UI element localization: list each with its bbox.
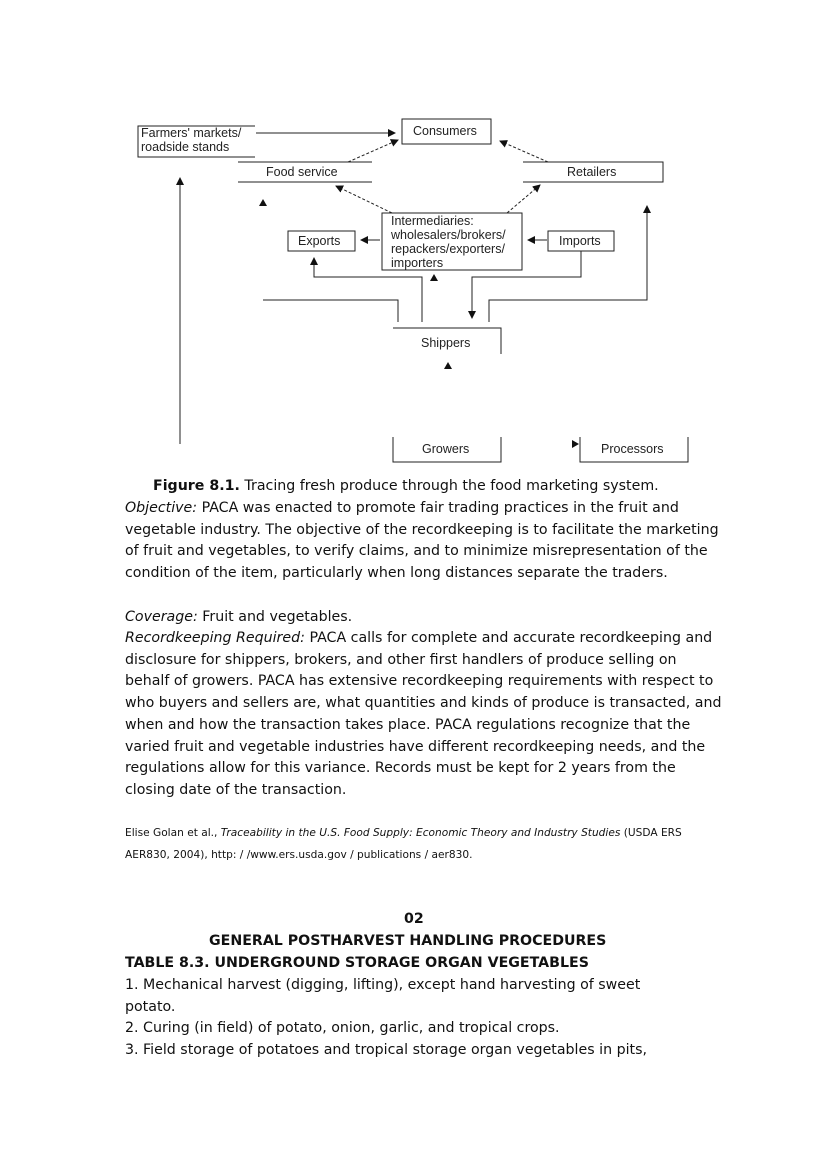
farmers-markets-label: Farmers' markets/ roadside stands [141, 126, 241, 154]
imports-label: Imports [559, 234, 601, 248]
objective-text: PACA was enacted to promote fair trading… [125, 500, 719, 582]
coverage-label: Coverage: [125, 609, 198, 625]
intermediaries-line-3: importers [391, 256, 444, 270]
intermediaries-box [381, 212, 523, 271]
figure-caption: Figure 8.1. Tracing fresh produce throug… [153, 478, 659, 494]
retailers-label: Retailers [567, 165, 617, 179]
shippers-to-retailers-arrow [488, 205, 651, 322]
figure-caption-text: Tracing fresh produce through the food m… [244, 478, 659, 494]
produce-flow-diagram: Farmers' markets/ roadside stands Consum… [0, 0, 827, 470]
reference-title: Traceability in the U.S. Food Supply: Ec… [220, 827, 621, 839]
objective-label: Objective: [125, 500, 198, 516]
processors-input-marker [572, 440, 579, 448]
figure-label: Figure 8.1. [153, 478, 240, 494]
intermediaries-title: Intermediaries: [391, 214, 474, 228]
retailers-box [523, 161, 664, 183]
shippers-box [393, 327, 502, 354]
objective-paragraph: Objective: PACA was enacted to promote f… [125, 498, 725, 585]
reference-rest: (USDA ERS AER830, 2004), http: / /www.er… [125, 827, 682, 861]
exports-box [287, 230, 356, 252]
consumers-box [401, 118, 492, 145]
recordkeeping-paragraph: Recordkeeping Required: PACA calls for c… [125, 628, 725, 802]
imports-to-shippers-arrow [468, 251, 582, 319]
exports-label: Exports [298, 234, 341, 248]
procedure-list: 1. Mechanical harvest (digging, lifting)… [125, 975, 685, 1062]
shippers-to-exports-arrow [310, 257, 423, 322]
intermediaries-line-1: wholesalers/brokers/ [391, 228, 506, 242]
shippers-input-marker [444, 362, 452, 369]
intermediaries-line-2: repackers/exporters/ [391, 242, 505, 256]
consumers-label: Consumers [413, 124, 477, 138]
farmers-markets-line-2: roadside stands [141, 140, 230, 154]
farmers-markets-line-1: Farmers' markets/ [141, 126, 242, 140]
list-item: 2. Curing (in field) of potato, onion, g… [125, 1020, 560, 1037]
processors-box [579, 437, 689, 463]
coverage-text: Fruit and vegetables. [202, 609, 353, 625]
coverage-paragraph: Coverage: Fruit and vegetables. [125, 607, 725, 629]
recordkeeping-text: PACA calls for complete and accurate rec… [125, 630, 722, 798]
list-item: 3. Field storage of potatoes and tropica… [125, 1042, 647, 1059]
growers-label: Growers [422, 442, 470, 456]
foodservice-input-marker [259, 199, 267, 206]
reference-citation: Elise Golan et al., Traceability in the … [125, 822, 725, 866]
list-item: 1. Mechanical harvest (digging, lifting)… [125, 977, 641, 1015]
intermediaries-input-marker [430, 274, 438, 281]
intermediaries-label: Intermediaries: wholesalers/brokers/ rep… [391, 214, 506, 270]
intermediaries-to-foodservice-arrow [335, 185, 393, 214]
recordkeeping-label: Recordkeeping Required: [125, 630, 305, 646]
reference-authors: Elise Golan et al., [125, 827, 218, 839]
intermediaries-to-retailers-arrow [506, 184, 541, 214]
table-title: TABLE 8.3. UNDERGROUND STORAGE ORGAN VEG… [125, 955, 589, 971]
processors-label: Processors [601, 442, 664, 456]
section-number: 02 [404, 911, 424, 927]
shippers-label: Shippers [421, 336, 471, 350]
foodservice-to-consumers-arrow [347, 139, 399, 163]
farmers-markets-box [137, 125, 255, 158]
shippers-to-foodservice-line [263, 299, 399, 322]
growers-box [392, 437, 502, 463]
retailers-to-consumers-arrow [499, 140, 549, 163]
food-service-label: Food service [266, 165, 338, 179]
diagram-lines [137, 118, 689, 463]
section-title: GENERAL POSTHARVEST HANDLING PROCEDURES [209, 933, 607, 949]
